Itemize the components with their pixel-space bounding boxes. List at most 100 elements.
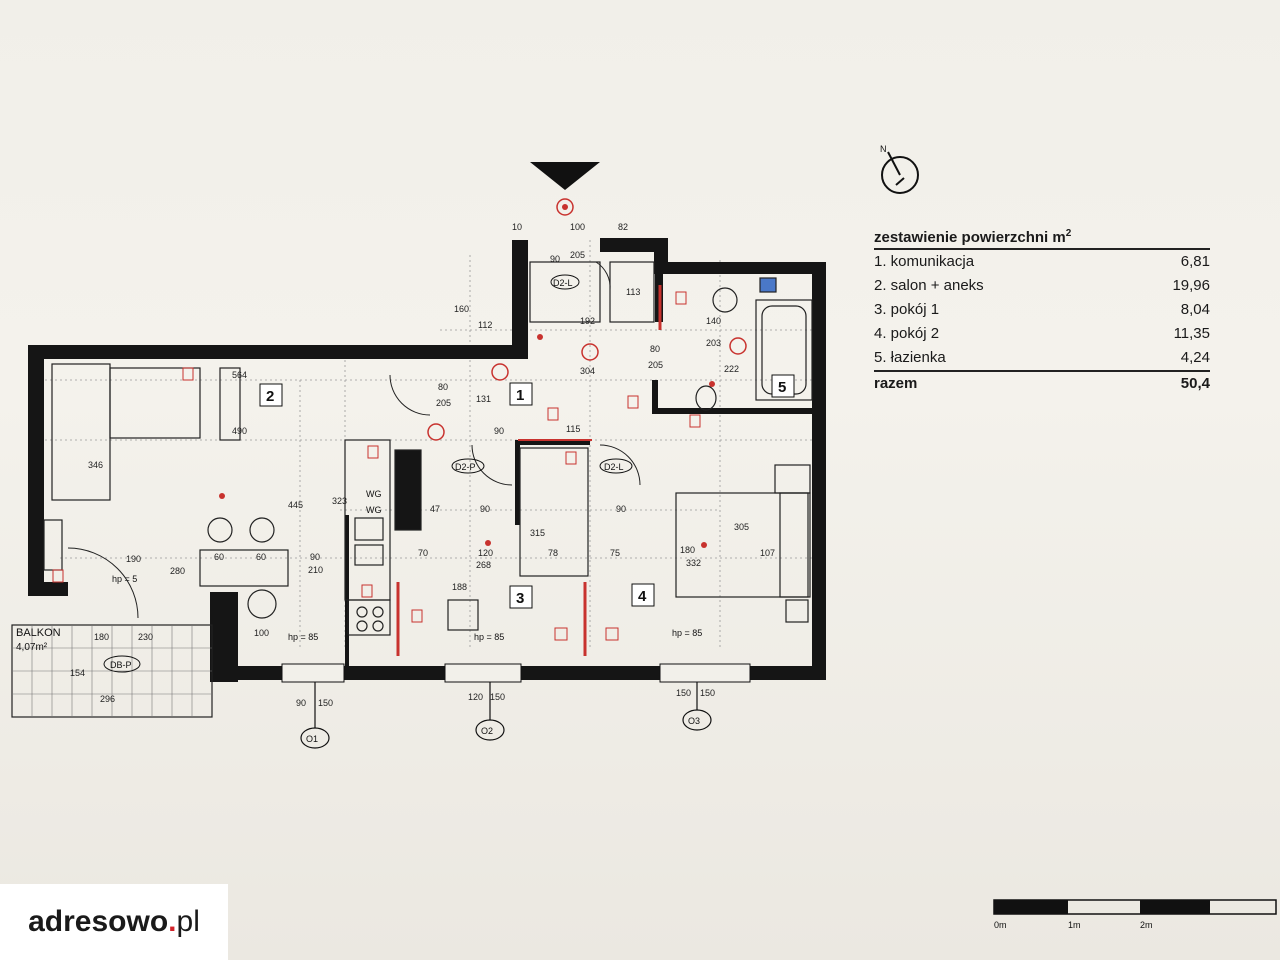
dim-112: 112: [478, 320, 492, 330]
entrance-arrow-icon: [530, 162, 600, 190]
dimension-grid: [35, 240, 820, 650]
dim-160: 160: [454, 304, 469, 314]
dim-47: 47: [430, 504, 440, 514]
electrical-symbols: [52, 198, 747, 656]
area-total-label: razem: [874, 375, 918, 392]
dim-304: 304: [580, 366, 595, 376]
dim-107: 107: [760, 548, 775, 558]
area-row-value: 19,96: [1172, 277, 1210, 294]
dim-100: 100: [570, 222, 585, 232]
dim-154: 154: [70, 668, 85, 678]
area-row-value: 4,24: [1180, 349, 1210, 366]
area-row: 4. pokój 2 11,35: [874, 322, 1210, 346]
dimension-labels: 10 100 82 205 90 113 160 112 192 140 80 …: [70, 222, 775, 704]
area-row-name: 3. pokój 1: [874, 301, 940, 318]
door-d2-p-label: D2-P: [455, 462, 476, 472]
wg-1-label: WG: [366, 489, 382, 499]
room-1-label: 1: [516, 387, 524, 404]
dim-346: 346: [88, 460, 103, 470]
dim-80a: 80: [650, 344, 660, 354]
dim-75: 75: [610, 548, 620, 558]
o3-dim-a: 150: [676, 688, 691, 698]
dim-120: 120: [478, 548, 493, 558]
area-table-title: zestawienie powierzchni m2: [874, 228, 1210, 250]
dim-205a: 205: [570, 250, 585, 260]
scale-bar: 0m 1m 2m: [993, 899, 1277, 930]
dim-90c: 90: [480, 504, 490, 514]
balcony-tiles: [12, 625, 212, 717]
door-d2-l-mid-label: D2-L: [604, 462, 624, 472]
dim-115: 115: [566, 424, 580, 434]
hp-living-label: hp = 5: [112, 574, 137, 584]
logo-dot: .: [168, 905, 177, 938]
area-row-value: 8,04: [1180, 301, 1210, 318]
dim-323: 323: [332, 496, 347, 506]
dim-280: 280: [170, 566, 185, 576]
plan-labels: BALKON 4,07m² DB-P D2-L D2-P D2-L hp = 5…: [16, 274, 702, 673]
dim-90b: 90: [494, 426, 504, 436]
dim-113: 113: [626, 287, 640, 297]
dim-205b: 205: [648, 360, 663, 370]
area-table-unit: m: [1052, 229, 1066, 246]
o2-dim-a: 120: [468, 692, 483, 702]
scale-0m: 0m: [994, 920, 1007, 930]
north-compass-icon: N: [880, 144, 919, 194]
window-openings: [281, 663, 751, 683]
area-row-value: 11,35: [1173, 325, 1210, 342]
area-row: 5. łazienka 4,24: [874, 346, 1210, 370]
dim-131: 131: [476, 394, 491, 404]
balkon-label: BALKON: [16, 627, 61, 639]
hp-o1-label: hp = 85: [288, 632, 318, 642]
adresowo-logo[interactable]: adresowo.pl: [0, 884, 228, 960]
hp-o2-label: hp = 85: [474, 632, 504, 642]
dim-296: 296: [100, 694, 115, 704]
area-row: 3. pokój 1 8,04: [874, 298, 1210, 322]
area-row-name: 2. salon + aneks: [874, 277, 984, 294]
room-5-label: 5: [778, 379, 786, 396]
dim-180b: 180: [94, 632, 109, 642]
area-row: 1. komunikacja 6,81: [874, 250, 1210, 274]
dim-140: 140: [706, 316, 721, 326]
scale-2m: 2m: [1140, 920, 1153, 930]
dim-222: 222: [724, 364, 739, 374]
room-4-label: 4: [638, 588, 647, 605]
dim-90d: 90: [616, 504, 626, 514]
walls: [28, 238, 826, 682]
dim-445: 445: [288, 500, 303, 510]
area-row-value: 6,81: [1180, 253, 1210, 270]
o1-dim-a: 90: [296, 698, 306, 708]
dim-60a: 60: [214, 552, 224, 562]
hp-o3-label: hp = 85: [672, 628, 702, 638]
window-o2-label: O2: [481, 726, 493, 736]
door-swings: [67, 261, 641, 619]
o1-dim-b: 150: [318, 698, 333, 708]
dim-82: 82: [618, 222, 628, 232]
door-db-p-label: DB-P: [110, 660, 132, 670]
dim-203: 203: [706, 338, 721, 348]
dim-90a: 90: [550, 254, 560, 264]
area-row-name: 5. łazienka: [874, 349, 946, 366]
dim-78: 78: [548, 548, 558, 558]
area-table-unit-sup: 2: [1065, 228, 1072, 239]
dim-268: 268: [476, 560, 491, 570]
dim-80b: 80: [438, 382, 448, 392]
balkon-area-label: 4,07m²: [16, 642, 48, 653]
area-total-value: 50,4: [1180, 375, 1210, 392]
north-label: N: [880, 144, 887, 154]
dim-192: 192: [580, 316, 595, 326]
area-table-title-text: zestawienie powierzchni: [874, 229, 1049, 246]
dim-564: 564: [232, 370, 247, 380]
area-row-name: 4. pokój 2: [874, 325, 940, 342]
dim-90e: 90: [310, 552, 320, 562]
dim-315: 315: [530, 528, 545, 538]
scale-1m: 1m: [1068, 920, 1081, 930]
o2-dim-b: 150: [490, 692, 505, 702]
window-callouts: [300, 682, 712, 749]
dim-60b: 60: [256, 552, 266, 562]
window-o1-label: O1: [306, 734, 318, 744]
o3-dim-b: 150: [700, 688, 715, 698]
area-total-row: razem 50,4: [874, 370, 1210, 396]
logo-suffix: pl: [176, 905, 200, 938]
room-2-label: 2: [266, 388, 274, 405]
